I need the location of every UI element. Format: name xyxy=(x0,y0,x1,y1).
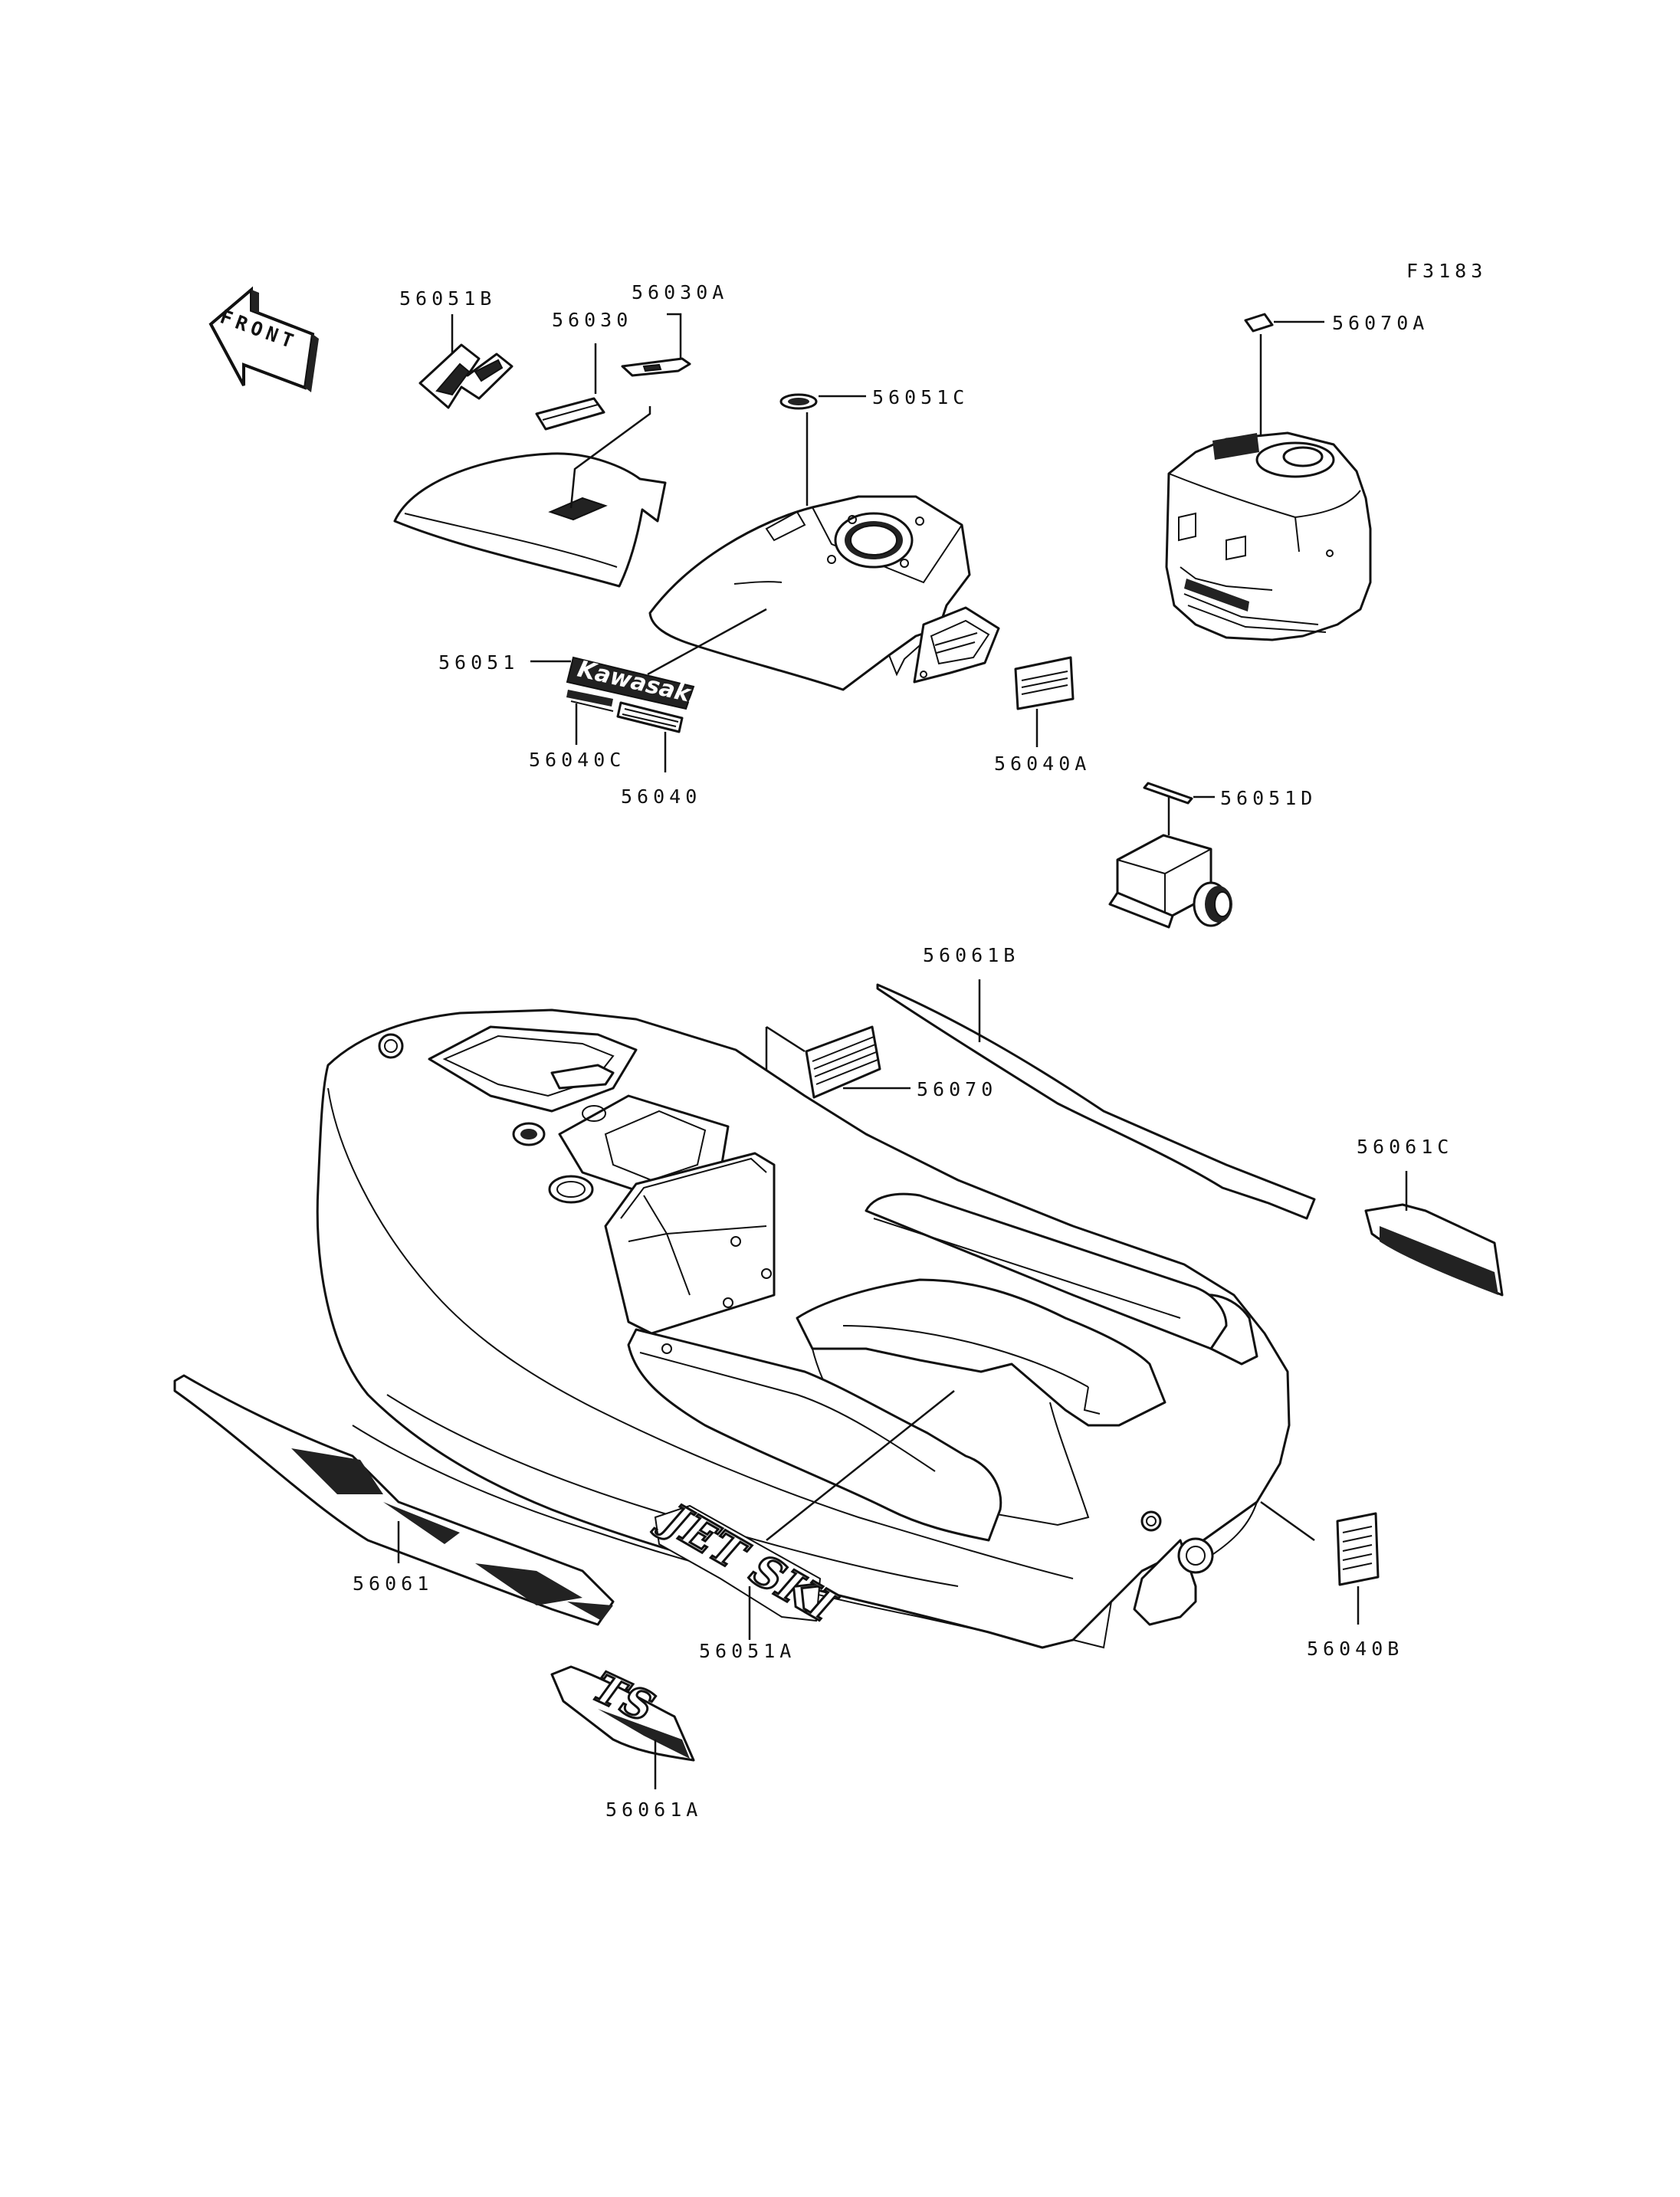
decal-56030a xyxy=(621,357,691,377)
callout-56051d: 56051D xyxy=(1220,787,1317,809)
decal-56051d xyxy=(1143,782,1193,805)
callout-56051b: 56051B xyxy=(399,287,496,310)
decal-56040b xyxy=(1336,1512,1380,1586)
callout-56070: 56070 xyxy=(917,1078,997,1100)
decal-56040c xyxy=(566,690,614,712)
leader-56040b-hull xyxy=(1260,1500,1315,1542)
callout-56061b: 56061B xyxy=(923,944,1019,966)
decal-56051c xyxy=(779,393,818,410)
decal-56040a xyxy=(1014,656,1075,710)
callout-56061: 56061 xyxy=(353,1572,433,1595)
callout-56070a: 56070A xyxy=(1332,312,1429,334)
decal-56061a-ts: TS xyxy=(550,1661,695,1762)
leader-56051a-hull xyxy=(766,1390,955,1541)
decal-56051b xyxy=(418,343,514,409)
decal-56061b xyxy=(876,983,1316,1220)
electrical-box xyxy=(1108,834,1232,929)
callout-56051a: 56051A xyxy=(699,1640,796,1662)
hood xyxy=(648,495,971,691)
decal-56070a xyxy=(1244,313,1274,333)
leader-hood-56051 xyxy=(647,608,767,676)
fuel-tank xyxy=(1165,431,1372,641)
leader-seat-56030 xyxy=(569,406,651,509)
callout-56030a: 56030A xyxy=(632,281,728,303)
decal-56061 xyxy=(173,1374,615,1626)
seat xyxy=(393,452,667,588)
callout-56061c: 56061C xyxy=(1357,1136,1453,1158)
callout-56040a: 56040A xyxy=(994,753,1091,775)
figure-code: F3183 xyxy=(1406,260,1487,282)
callout-56040b: 56040B xyxy=(1307,1638,1403,1660)
hull xyxy=(316,1008,1291,1649)
callout-56040c: 56040C xyxy=(529,749,625,771)
decal-56061c xyxy=(1364,1203,1504,1297)
callout-56051: 56051 xyxy=(438,651,519,674)
decal-56070 xyxy=(805,1025,881,1099)
callout-56040: 56040 xyxy=(621,785,701,808)
callout-56051c: 56051C xyxy=(872,386,969,408)
decal-56040 xyxy=(616,701,684,733)
callout-56061a: 56061A xyxy=(605,1799,702,1821)
leader-56070-up xyxy=(766,1025,806,1053)
hood-vent-part xyxy=(913,606,1000,684)
decal-56030 xyxy=(535,397,605,431)
leader-56030a xyxy=(667,313,682,359)
front-arrow-icon: FRONT xyxy=(208,286,319,392)
callout-56030: 56030 xyxy=(552,309,632,331)
